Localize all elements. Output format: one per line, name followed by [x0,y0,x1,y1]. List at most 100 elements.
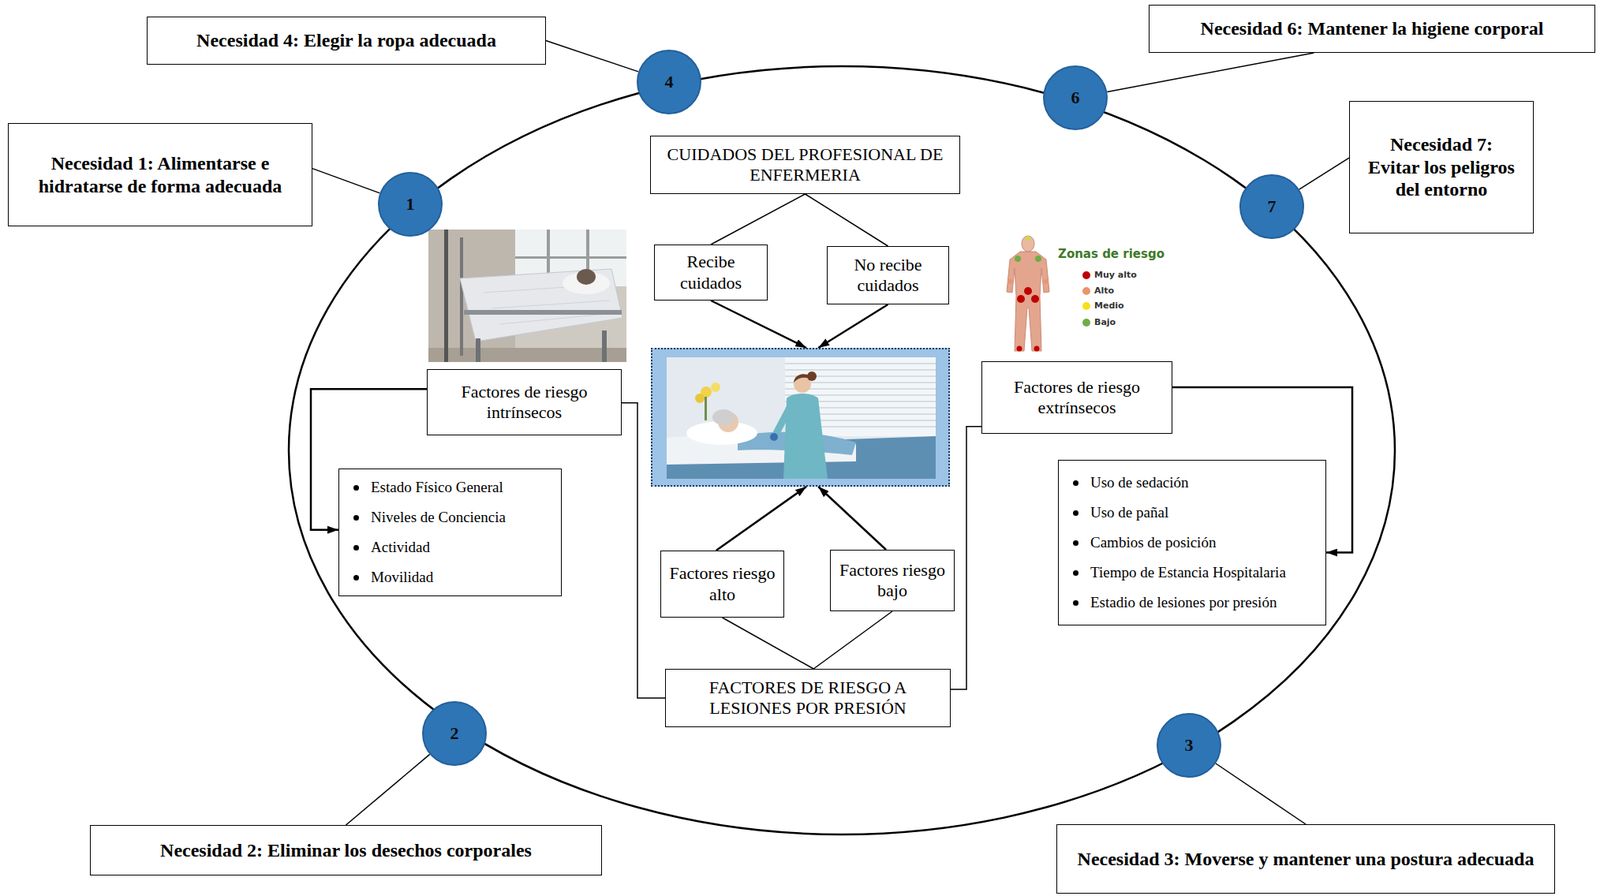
bed-photo [428,229,627,363]
illustration-part [650,347,950,487]
illustration-part [463,310,622,315]
process-box: Factores de riesgo extrínsecos [981,361,1173,434]
legend-text: Bajo [1094,317,1116,329]
illustration-part [428,347,627,363]
legend-text: Medio [1094,300,1125,312]
illustration-part [710,382,721,393]
list-item: Estado Físico General [370,472,504,503]
legend-swatch [1082,287,1091,296]
box-text: Factores riesgo bajo [837,560,948,602]
process-box: CUIDADOS DEL PROFESIONAL DE ENFERMERIA [650,135,961,195]
illustration-part [515,256,627,259]
process-box: Factores de riesgo intrínsecos [426,369,622,436]
connector [813,611,893,670]
legend-text: Muy alto [1094,269,1137,281]
illustration-part [1016,346,1023,352]
illustration-part [1016,295,1025,303]
outer-ellipse [288,66,1395,835]
list-item: Movilidad [370,562,434,593]
box-text: CUIDADOS DEL PROFESIONAL DE ENFERMERIA [657,144,954,187]
illustration-part [1025,235,1031,241]
box-text: Necesidad 6: Mantener la higiene corpora… [1200,17,1544,41]
box-text: Factores de riesgo intrínsecos [433,381,615,424]
callout-circle: 1 [377,171,443,237]
callout-circle: 7 [1239,174,1305,240]
illustration-part [695,393,705,404]
illustration-part [1006,251,1050,352]
callout-number: 6 [1071,87,1081,109]
illustration-part [1043,279,1049,285]
illustration-part [428,229,627,363]
process-box: FACTORES DE RIESGO A LESIONES POR PRESIÓ… [665,669,951,728]
connector [716,486,808,551]
list-box: Estado Físico GeneralNiveles de Concienc… [338,468,562,597]
connector [722,617,815,670]
illustration-part [1014,255,1021,262]
list-item: Cambios de posición [1090,527,1216,558]
callout-circle: 2 [422,701,487,767]
box-text: No recibe cuidados [833,254,943,297]
box-text: Recibe cuidados [661,251,761,294]
connector [710,194,806,245]
connector [818,304,888,348]
illustration-part [475,338,481,363]
list-item: Niveles de Conciencia [370,502,506,533]
box-text: Necesidad 4: Elegir la ropa adecuada [196,29,497,53]
connector [1215,763,1306,825]
illustration-part [576,269,596,285]
process-box: Factores riesgo alto [660,550,785,618]
illustration-part [1007,279,1013,285]
list-box: Uso de sedaciónUso de pañalCambios de po… [1057,459,1327,626]
illustration-part [1021,235,1035,252]
need-box: Necesidad 4: Elegir la ropa adecuada [146,16,546,65]
callout-number: 7 [1267,196,1277,217]
list-item: Tiempo de Estancia Hospitalaria [1090,557,1286,588]
callout-number: 2 [450,723,460,744]
illustration-part [1031,295,1040,303]
legend-swatch [1082,318,1091,327]
connector [621,403,666,699]
illustration-part [712,409,735,426]
legend-text: Alto [1094,285,1115,297]
legend-title: Zonas de riesgo [1057,246,1165,262]
callout-circle: 6 [1042,65,1108,131]
illustration-part [775,404,792,435]
illustration-part [444,229,449,363]
list-item: Actividad [370,532,430,563]
box-text: Necesidad 3: Moverse y mantener una post… [1077,848,1535,872]
process-box: Recibe cuidados [654,244,768,301]
callout-number: 1 [406,194,415,215]
care-photo [650,347,950,487]
need-box: Necesidad 7: Evitar los peligros del ent… [1349,100,1534,234]
need-box: Necesidad 2: Eliminar los desechos corpo… [89,825,602,876]
need-box: Necesidad 6: Mantener la higiene corpora… [1148,4,1596,53]
process-box: No recibe cuidados [826,246,950,305]
connector [346,754,430,826]
illustration-part [704,396,707,421]
illustration-part [770,433,778,442]
legend-swatch [1082,271,1091,280]
illustration-part [459,237,464,356]
connector [1299,157,1350,190]
connector [545,41,639,72]
connector [805,194,889,247]
box-text: Factores de riesgo extrínsecos [988,377,1166,419]
connector [1106,52,1314,92]
illustration-part [1035,255,1042,262]
need-box: Necesidad 1: Alimentarse e hidratarse de… [7,123,313,227]
need-box: Necesidad 3: Moverse y mantener una post… [1056,824,1556,894]
list-item: Uso de pañal [1090,497,1169,528]
callout-circle: 3 [1156,713,1222,778]
connector [312,168,381,194]
illustration-part [666,357,936,479]
callout-circle: 4 [636,49,702,115]
callout-number: 3 [1185,735,1194,756]
illustration-part [807,371,817,382]
connector [818,486,886,550]
box-text: Necesidad 1: Alimentarse e hidratarse de… [22,152,298,199]
callout-number: 4 [665,71,674,93]
box-text: FACTORES DE RIESGO A LESIONES POR PRESIÓ… [672,677,944,720]
box-text: Necesidad 2: Eliminar los desechos corpo… [160,839,532,863]
body-figure [1006,235,1050,352]
